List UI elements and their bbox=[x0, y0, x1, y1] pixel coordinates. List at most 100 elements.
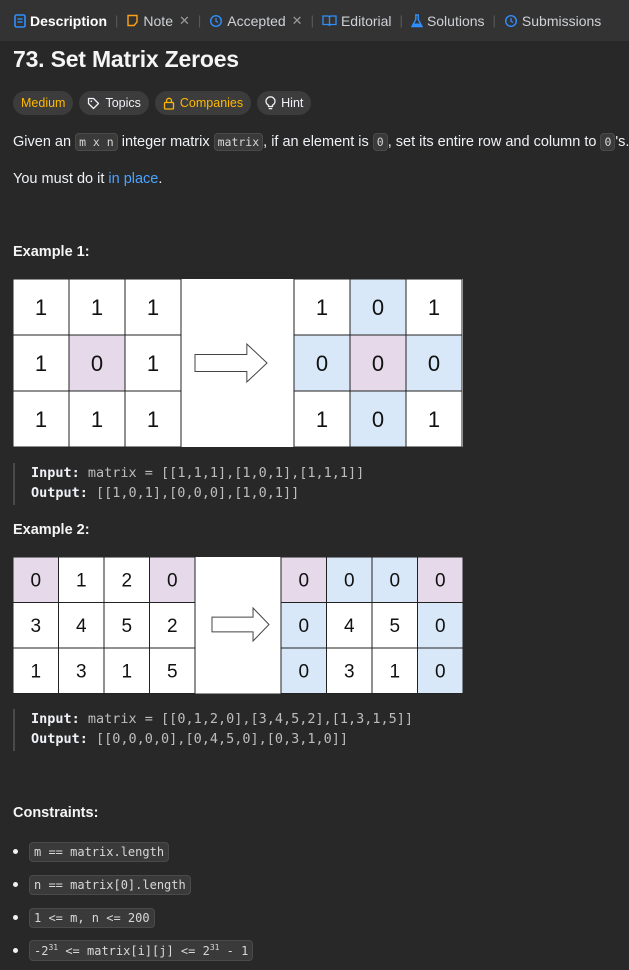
text: - 1 bbox=[219, 944, 249, 958]
before-cell-value: 4 bbox=[76, 616, 87, 637]
book-icon bbox=[322, 14, 337, 27]
before-cell bbox=[58, 602, 105, 649]
after-cell bbox=[417, 557, 463, 603]
inline-code: 0 bbox=[600, 133, 616, 151]
after-cell-value: 0 bbox=[344, 571, 355, 592]
after-cell bbox=[371, 557, 418, 603]
tab-submissions[interactable]: Submissions bbox=[502, 0, 603, 41]
after-cell-value: 0 bbox=[298, 662, 309, 683]
constraint-item: 1 <= m, n <= 200 bbox=[13, 901, 253, 934]
tab-label: Note bbox=[143, 12, 173, 29]
constraints-list: m == matrix.length n == matrix[0].length… bbox=[13, 835, 254, 967]
before-cell-value: 5 bbox=[167, 662, 178, 683]
constraint-item: n == matrix[0].length bbox=[13, 868, 253, 901]
lightbulb-icon bbox=[265, 96, 276, 110]
text: , set its entire row and column to bbox=[387, 134, 601, 150]
after-cell-value: 1 bbox=[428, 295, 440, 320]
before-cell bbox=[13, 334, 70, 392]
after-cell-value: 1 bbox=[389, 662, 400, 683]
constraint-code: -231 <= matrix[i][j] <= 231 - 1 bbox=[29, 940, 254, 961]
text: integer matrix bbox=[117, 134, 214, 150]
tab-label: Solutions bbox=[426, 12, 485, 29]
tab-divider: | bbox=[310, 13, 314, 28]
close-icon[interactable]: ✕ bbox=[178, 12, 190, 28]
topics-button[interactable]: Topics bbox=[79, 91, 149, 115]
after-cell bbox=[280, 557, 327, 603]
constraint-code: n == matrix[0].length bbox=[29, 874, 191, 895]
topics-label: Topics bbox=[105, 96, 141, 110]
before-cell-value: 1 bbox=[35, 351, 47, 376]
after-cell bbox=[371, 602, 418, 649]
before-cell-value: 1 bbox=[147, 407, 159, 432]
tab-divider: | bbox=[399, 13, 403, 28]
superscript: 31 bbox=[48, 943, 59, 952]
before-cell-value: 1 bbox=[35, 407, 47, 432]
lock-icon bbox=[163, 97, 175, 110]
after-cell-value: 4 bbox=[344, 616, 355, 637]
difficulty-badge: Medium bbox=[13, 91, 74, 115]
text: Given an bbox=[13, 134, 76, 150]
before-cell-value: 1 bbox=[30, 662, 41, 683]
before-cell-value: 1 bbox=[91, 295, 103, 320]
after-cell bbox=[349, 279, 407, 336]
companies-button[interactable]: Companies bbox=[154, 91, 252, 115]
after-cell-value: 5 bbox=[389, 616, 400, 637]
text: You must do it bbox=[13, 171, 109, 187]
tab-solutions[interactable]: Solutions bbox=[409, 0, 487, 41]
tag-icon bbox=[87, 97, 100, 110]
after-cell bbox=[417, 647, 463, 694]
tab-bar: Description | Note ✕ | Accepted ✕ | Edit… bbox=[0, 0, 629, 41]
history-icon bbox=[504, 14, 518, 28]
before-cell-value: 0 bbox=[91, 351, 103, 376]
after-cell-value: 0 bbox=[435, 616, 446, 637]
after-cell-value: 0 bbox=[435, 662, 446, 683]
before-cell-value: 1 bbox=[76, 571, 87, 592]
in-place-paragraph: You must do it in place. bbox=[13, 169, 162, 189]
before-cell bbox=[58, 557, 105, 603]
text: <= matrix[i][j] <= 2 bbox=[58, 944, 210, 958]
before-cell bbox=[149, 602, 196, 649]
before-cell bbox=[103, 557, 150, 603]
inline-code: m x n bbox=[75, 133, 118, 151]
after-cell-value: 3 bbox=[344, 662, 355, 683]
tab-editorial[interactable]: Editorial bbox=[320, 0, 394, 41]
input-value: matrix = [[1,1,1],[1,0,1],[1,1,1]] bbox=[79, 465, 365, 481]
tab-accepted[interactable]: Accepted ✕ bbox=[207, 0, 304, 41]
page-title: 73. Set Matrix Zeroes bbox=[13, 46, 239, 72]
description-icon bbox=[14, 13, 26, 28]
tab-description[interactable]: Description bbox=[12, 0, 109, 41]
before-cell bbox=[68, 334, 126, 392]
text: -2 bbox=[34, 944, 49, 958]
example-1-code: Input: matrix = [[1,1,1],[1,0,1],[1,1,1]… bbox=[13, 463, 364, 505]
tab-label: Description bbox=[30, 12, 108, 29]
before-cell bbox=[13, 602, 59, 649]
after-cell-value: 0 bbox=[316, 351, 328, 376]
hint-label: Hint bbox=[281, 96, 304, 110]
close-icon[interactable]: ✕ bbox=[291, 12, 303, 28]
after-cell-value: 0 bbox=[372, 407, 384, 432]
superscript: 31 bbox=[209, 943, 220, 952]
after-cell bbox=[326, 647, 373, 694]
tab-note[interactable]: Note ✕ bbox=[124, 0, 191, 41]
text: , if an element is bbox=[263, 134, 373, 150]
after-cell-value: 1 bbox=[428, 407, 440, 432]
before-cell-value: 1 bbox=[147, 295, 159, 320]
after-cell bbox=[280, 647, 327, 694]
constraint-item: m == matrix.length bbox=[13, 835, 253, 868]
before-cell-value: 1 bbox=[121, 662, 132, 683]
inline-code: 0 bbox=[372, 133, 388, 151]
after-cell bbox=[349, 334, 407, 392]
input-label: Input: bbox=[31, 465, 80, 481]
tag-row: Medium Topics Companies Hint bbox=[13, 91, 312, 115]
constraint-code: 1 <= m, n <= 200 bbox=[29, 907, 155, 928]
after-cell bbox=[349, 390, 407, 448]
after-cell bbox=[293, 279, 351, 336]
before-cell bbox=[13, 647, 59, 694]
before-cell bbox=[149, 647, 196, 694]
before-cell-value: 1 bbox=[35, 295, 47, 320]
hint-button[interactable]: Hint bbox=[257, 91, 312, 115]
in-place-link[interactable]: in place bbox=[108, 171, 159, 187]
before-cell bbox=[103, 647, 150, 694]
after-cell-value: 0 bbox=[428, 351, 440, 376]
